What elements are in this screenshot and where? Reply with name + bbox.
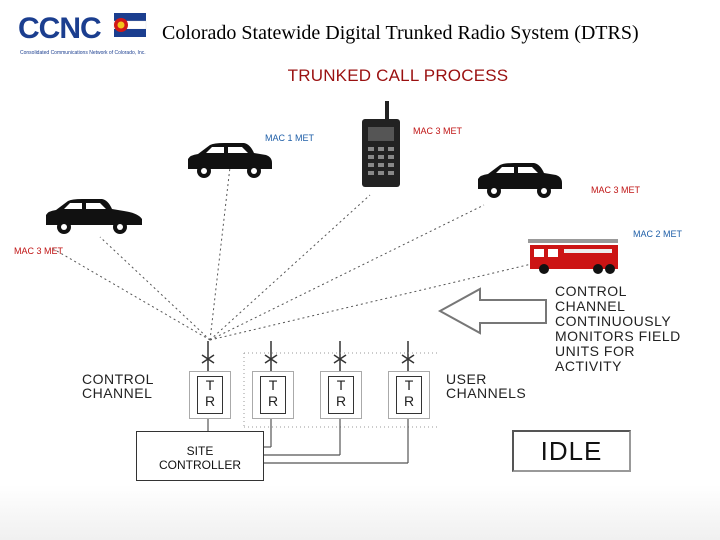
ccnc-logo: CCNC inc. Consolidated Communications Ne… [18, 12, 148, 60]
radio-link-lines [49, 166, 541, 341]
page-subtitle: TRUNKED CALL PROCESS [287, 66, 509, 85]
repeater-unit: T R [388, 371, 430, 419]
car-icon [188, 143, 272, 178]
mac-label-radio: MAC 3 MET [413, 126, 463, 136]
diagram-svg [46, 101, 618, 464]
repeater-t: T [404, 377, 414, 393]
repeater-t: T [336, 377, 346, 393]
controller-wiring [207, 417, 409, 464]
car-icon [478, 163, 562, 198]
logo-text: CCNC [18, 12, 102, 45]
colorado-flag-icon [113, 13, 147, 37]
fire-truck-icon [528, 239, 618, 274]
site-controller-box: SITE CONTROLLER [136, 431, 264, 481]
repeater-unit: T R [320, 371, 362, 419]
mac-label-car-right: MAC 3 MET [591, 185, 641, 195]
user-channel-dots [243, 352, 440, 428]
diagram-canvas: T R T R T R T R MAC 1 MET MAC 3 MET MAC … [0, 97, 720, 485]
idle-status-box: IDLE [512, 430, 631, 472]
mac-label-firetruck: MAC 2 MET [633, 229, 683, 239]
page-title: Colorado Statewide Digital Trunked Radio… [162, 22, 639, 44]
portable-radio-icon [362, 101, 400, 187]
mac-label-left: MAC 3 MET [14, 246, 64, 256]
car-icon [46, 199, 142, 234]
footer-bar [0, 485, 720, 540]
user-channels-label: USER CHANNELS [446, 371, 527, 401]
control-channel-description: CONTROL CHANNEL CONTINUOUSLY MONITORS FI… [555, 283, 681, 374]
mac-label-1: MAC 1 MET [265, 133, 315, 143]
repeater-unit: T R [252, 371, 294, 419]
repeater-t: T [268, 377, 278, 393]
logo-subtext: Consolidated Communications Network of C… [20, 50, 146, 56]
repeater-r: R [204, 393, 216, 409]
repeater-r: R [403, 393, 415, 409]
repeater-r: R [335, 393, 347, 409]
idle-status-text: IDLE [540, 436, 603, 466]
control-channel-label: CONTROL CHANNEL [82, 371, 154, 401]
repeater-t: T [205, 377, 215, 393]
repeater-unit: T R [189, 371, 231, 419]
repeater-antennas [201, 341, 415, 372]
arrow-left-icon [437, 287, 547, 335]
repeater-r: R [267, 393, 279, 409]
